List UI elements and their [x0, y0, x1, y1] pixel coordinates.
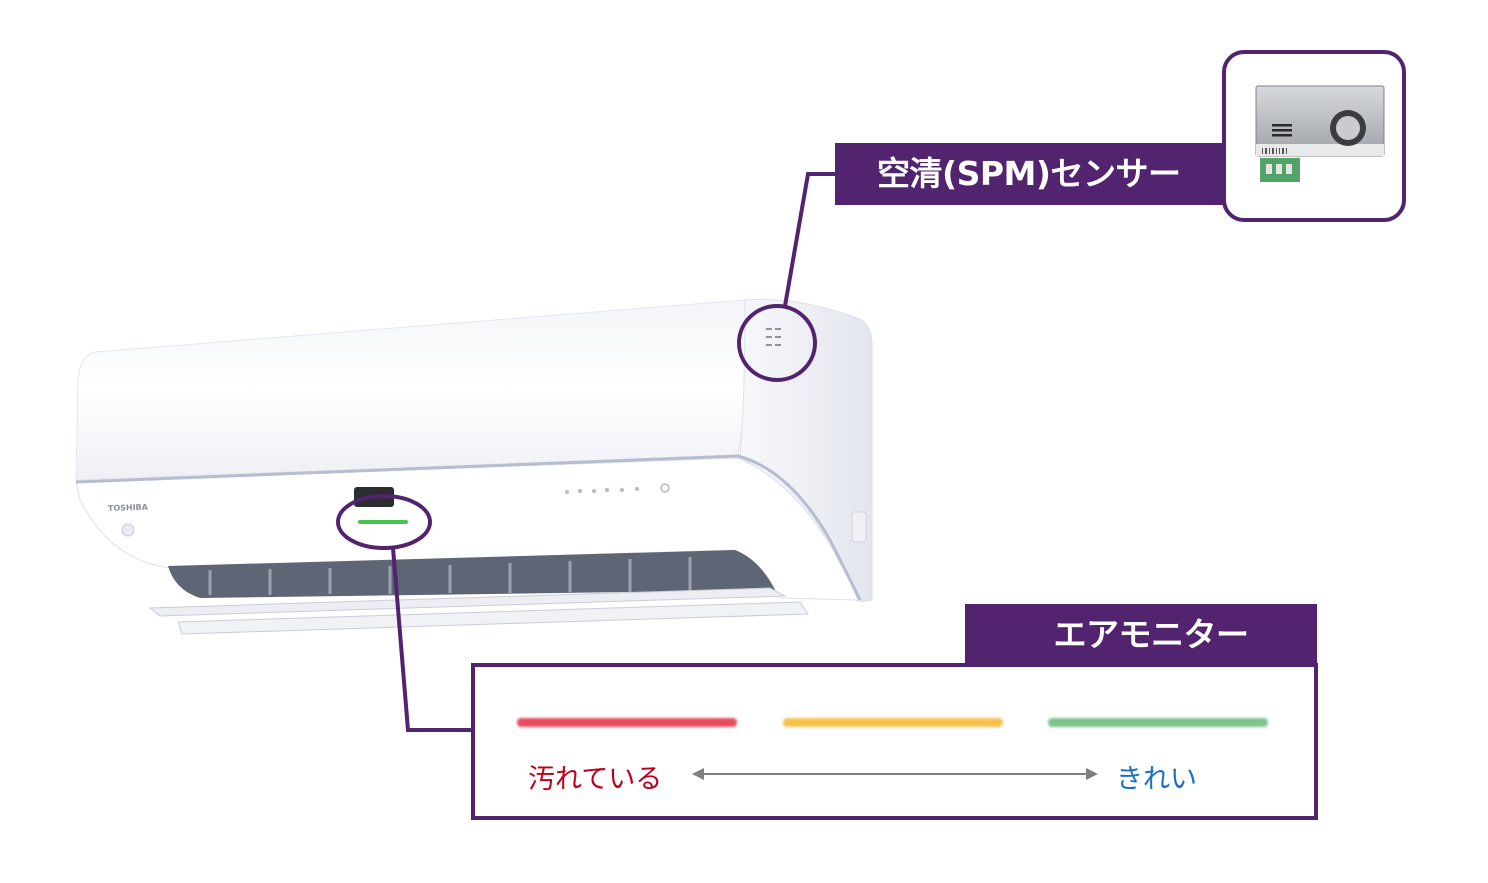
monitor-highlight-circle: [336, 494, 432, 550]
status-icons: [565, 487, 639, 494]
monitor-callout-line: [391, 547, 473, 732]
spm-grille: [766, 328, 781, 346]
side-port: [851, 511, 867, 543]
air-quality-bar-medium: [783, 718, 1003, 727]
ac-vent: [168, 550, 775, 598]
double-arrow-icon: [692, 768, 1098, 780]
sensor-image-box: [1222, 50, 1406, 222]
air-monitor-panel: [471, 663, 1318, 820]
ac-upper-panel: [75, 299, 746, 481]
dirty-label: 汚れている: [528, 764, 663, 795]
ac-vent-slats: [208, 557, 692, 595]
clean-label: きれい: [1116, 764, 1197, 795]
emblem-dot: [121, 523, 135, 537]
air-quality-bar-clean: [1048, 718, 1268, 727]
power-icon: [660, 483, 670, 493]
brand-logo: TOSHIBA: [108, 503, 149, 513]
monitor-light: [358, 520, 408, 524]
sensor-callout-line: [783, 172, 836, 307]
sensor-highlight-circle: [737, 304, 817, 382]
sensor-module-icon: [1255, 85, 1385, 182]
ac-seam-line: [75, 454, 862, 601]
air-quality-bar-dirty: [517, 718, 737, 727]
ac-louver-lower: [177, 601, 809, 635]
air-monitor-title: エアモニター: [965, 604, 1317, 666]
ac-louver-upper: [148, 587, 787, 617]
sensor-label: 空清(SPM)センサー: [835, 143, 1227, 205]
